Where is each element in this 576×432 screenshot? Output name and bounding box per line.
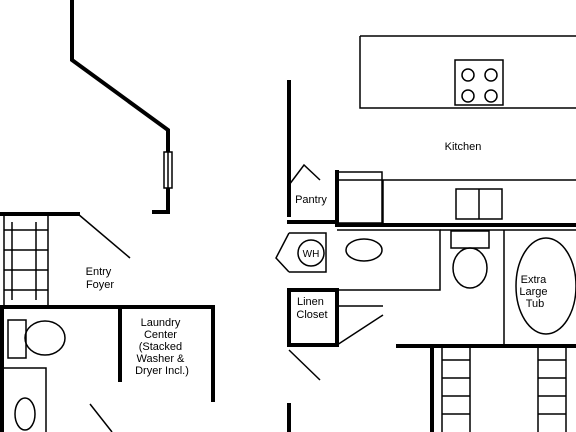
burner bbox=[461, 68, 475, 82]
refrigerator bbox=[337, 171, 383, 224]
lower-bath-tub-drain bbox=[14, 397, 36, 431]
vanity-sink bbox=[345, 238, 383, 262]
label-laundry-center: Laundry Center (Stacked Washer & Dryer I… bbox=[135, 317, 189, 377]
entry-door-swing bbox=[77, 213, 131, 259]
burner bbox=[461, 89, 475, 103]
burner bbox=[484, 68, 498, 82]
tub bbox=[515, 237, 576, 335]
lower-bath-toilet-bowl bbox=[24, 320, 66, 356]
toilet-bowl bbox=[452, 247, 488, 289]
cooktop bbox=[454, 59, 504, 106]
bath-partition bbox=[337, 229, 505, 346]
linen-door bbox=[336, 314, 384, 346]
hall-door bbox=[288, 349, 321, 381]
label-linen-closet: Linen Closet bbox=[296, 296, 327, 321]
lower-counter bbox=[337, 179, 576, 225]
angled-exterior-wall bbox=[70, 0, 170, 214]
label-kitchen: Kitchen bbox=[445, 141, 482, 153]
pantry-door bbox=[288, 163, 321, 186]
water-heater-circle bbox=[297, 239, 325, 267]
lower-bath-toilet-tank bbox=[7, 319, 27, 359]
burner bbox=[484, 89, 498, 103]
lower-bath-tub bbox=[2, 367, 47, 432]
toilet-tank bbox=[450, 230, 490, 249]
closet-rails bbox=[441, 346, 567, 432]
foyer-shelves bbox=[4, 229, 48, 291]
hall-bath-vanity bbox=[337, 229, 441, 291]
kitchen-counter bbox=[359, 35, 576, 109]
label-pantry: Pantry bbox=[295, 194, 327, 206]
foyer-closet bbox=[3, 214, 49, 307]
label-entry-foyer: Entry Foyer bbox=[86, 266, 115, 291]
label-water-heater: WH bbox=[303, 249, 320, 260]
lower-bath-door bbox=[89, 403, 113, 432]
fixtures bbox=[2, 35, 576, 432]
wh-closet bbox=[275, 232, 327, 273]
label-extra-large-tub: Extra Large Tub bbox=[519, 274, 550, 310]
closet-shelves bbox=[442, 359, 566, 415]
